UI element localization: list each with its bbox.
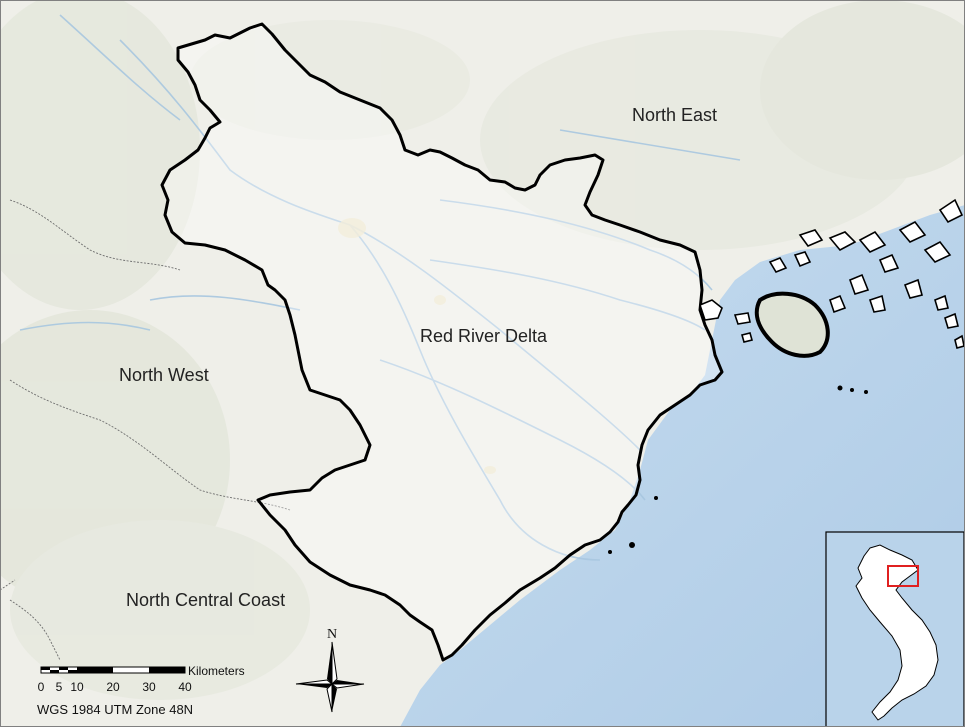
scale-bar: Kilometers 0 5 10 20 30 40 xyxy=(38,664,245,694)
label-north-east: North East xyxy=(632,105,717,125)
inset-country-outline xyxy=(855,544,939,721)
coastal-islands xyxy=(699,198,965,358)
north-arrow-icon: N xyxy=(295,627,365,713)
urban-areas xyxy=(338,218,496,474)
coordinate-system-label: WGS 1984 UTM Zone 48N xyxy=(37,702,193,717)
inset-highlight-box xyxy=(887,565,919,587)
small-islets xyxy=(608,385,868,554)
red-river-delta-boundary[interactable] xyxy=(160,22,724,662)
label-red-river-delta: Red River Delta xyxy=(420,326,548,346)
north-label: N xyxy=(327,627,337,642)
label-north-central-coast: North Central Coast xyxy=(126,590,285,610)
scale-tick-20: 20 xyxy=(106,680,120,694)
inset-locator-map xyxy=(825,531,965,727)
scale-tick-40: 40 xyxy=(178,680,192,694)
scale-tick-5: 5 xyxy=(56,680,63,694)
scale-tick-30: 30 xyxy=(142,680,156,694)
province-boundaries xyxy=(0,199,291,661)
scale-tick-0: 0 xyxy=(38,680,45,694)
scale-unit: Kilometers xyxy=(188,664,245,678)
scale-tick-10: 10 xyxy=(70,680,84,694)
terrain-shading xyxy=(0,0,965,610)
label-north-west: North West xyxy=(119,365,209,385)
